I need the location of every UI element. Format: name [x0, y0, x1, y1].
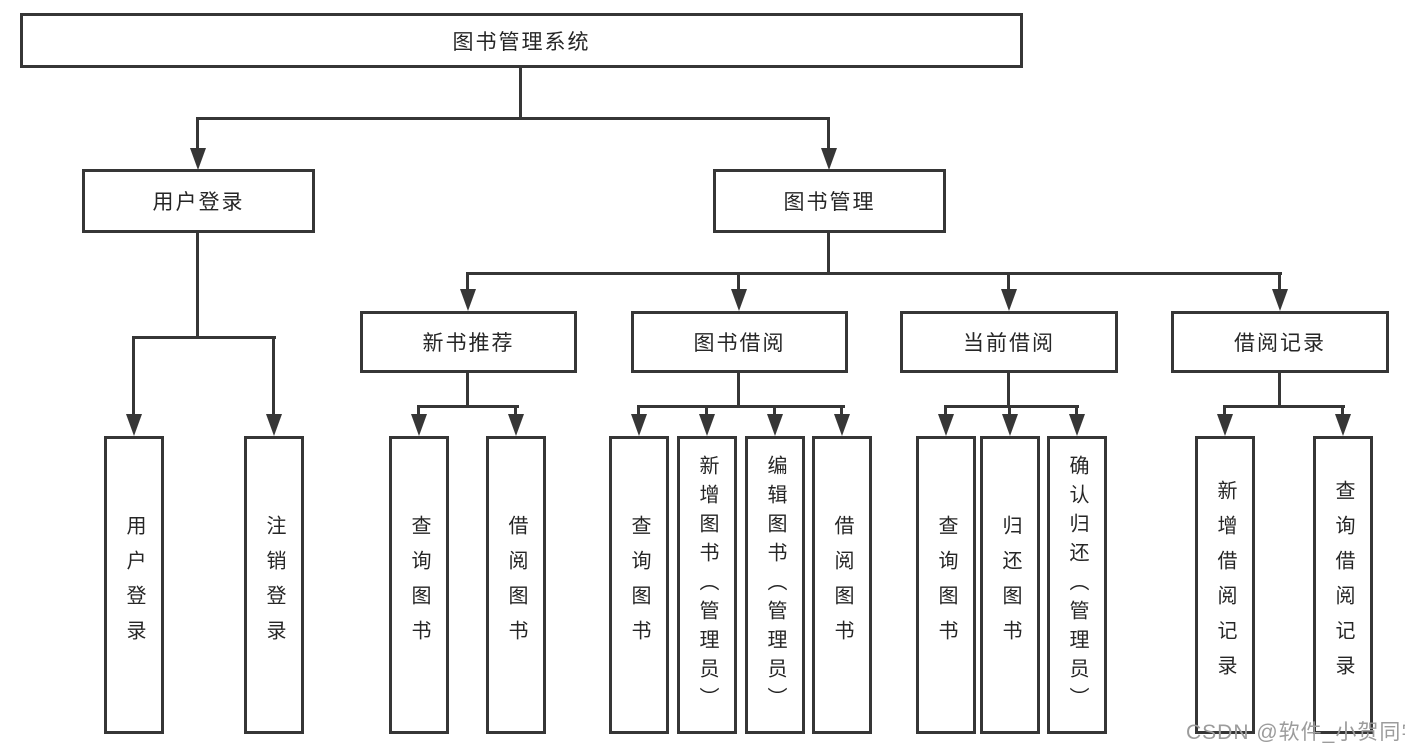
csdn-watermark: CSDN @软件_小贺同学	[1186, 721, 1405, 744]
arrow-down-icon	[1001, 289, 1017, 311]
connector-hline	[417, 405, 519, 408]
connector-hline	[1223, 405, 1345, 408]
node-library-management-system: 图书管理系统	[20, 13, 1023, 68]
leaf-borrow-books-2: 借阅图书	[812, 436, 872, 734]
connector-vline	[773, 405, 776, 416]
node-book-management: 图书管理	[713, 169, 946, 233]
leaf-query-books-2: 查询图书	[609, 436, 669, 734]
arrow-down-icon	[767, 414, 783, 436]
arrow-down-icon	[834, 414, 850, 436]
connector-vline	[1223, 405, 1226, 416]
leaf-return-books: 归还图书	[980, 436, 1040, 734]
connector-vline	[1278, 373, 1281, 408]
connector-vline	[1007, 373, 1010, 408]
arrow-down-icon	[631, 414, 647, 436]
arrow-down-icon	[508, 414, 524, 436]
node-borrowing-records: 借阅记录	[1171, 311, 1389, 373]
connector-vline	[737, 272, 740, 292]
connector-vline	[1341, 405, 1344, 416]
leaf-query-books-3: 查询图书	[916, 436, 976, 734]
arrow-down-icon	[699, 414, 715, 436]
connector-vline	[1075, 405, 1078, 416]
connector-vline	[705, 405, 708, 416]
connector-vline	[637, 405, 640, 416]
leaf-logout: 注销登录	[244, 436, 304, 734]
leaf-confirm-return-admin: 确认归还（管理员）	[1047, 436, 1107, 734]
connector-hline	[196, 117, 830, 120]
connector-vline	[827, 233, 830, 275]
node-book-borrowing: 图书借阅	[631, 311, 848, 373]
connector-vline	[827, 117, 830, 150]
arrow-down-icon	[938, 414, 954, 436]
node-current-borrowing: 当前借阅	[900, 311, 1118, 373]
arrow-down-icon	[1335, 414, 1351, 436]
connector-hline	[944, 405, 1079, 408]
arrow-down-icon	[126, 414, 142, 436]
arrow-down-icon	[731, 289, 747, 311]
leaf-query-books: 查询图书	[389, 436, 449, 734]
arrow-down-icon	[1002, 414, 1018, 436]
connector-vline	[417, 405, 420, 416]
node-new-book-recommendation: 新书推荐	[360, 311, 577, 373]
arrow-down-icon	[1069, 414, 1085, 436]
connector-vline	[196, 233, 199, 338]
arrow-down-icon	[1217, 414, 1233, 436]
connector-vline	[840, 405, 843, 416]
connector-hline	[466, 272, 1282, 275]
connector-vline	[272, 336, 275, 416]
connector-vline	[944, 405, 947, 416]
leaf-add-book-admin: 新增图书（管理员）	[677, 436, 737, 734]
arrow-down-icon	[821, 148, 837, 170]
arrow-down-icon	[266, 414, 282, 436]
connector-vline	[737, 373, 740, 408]
arrow-down-icon	[460, 289, 476, 311]
connector-vline	[519, 68, 522, 117]
connector-hline	[637, 405, 845, 408]
connector-vline	[514, 405, 517, 416]
arrow-down-icon	[411, 414, 427, 436]
leaf-user-login: 用户登录	[104, 436, 164, 734]
arrow-down-icon	[190, 148, 206, 170]
connector-vline	[132, 336, 135, 416]
node-user-login: 用户登录	[82, 169, 315, 233]
leaf-edit-book-admin: 编辑图书（管理员）	[745, 436, 805, 734]
connector-vline	[1007, 272, 1010, 292]
connector-vline	[1278, 272, 1281, 292]
connector-vline	[1008, 405, 1011, 416]
arrow-down-icon	[1272, 289, 1288, 311]
connector-hline	[132, 336, 276, 339]
connector-vline	[466, 272, 469, 292]
leaf-borrow-books: 借阅图书	[486, 436, 546, 734]
leaf-query-borrow-record: 查询借阅记录	[1313, 436, 1373, 734]
connector-vline	[196, 117, 199, 150]
leaf-add-borrow-record: 新增借阅记录	[1195, 436, 1255, 734]
connector-vline	[466, 373, 469, 408]
